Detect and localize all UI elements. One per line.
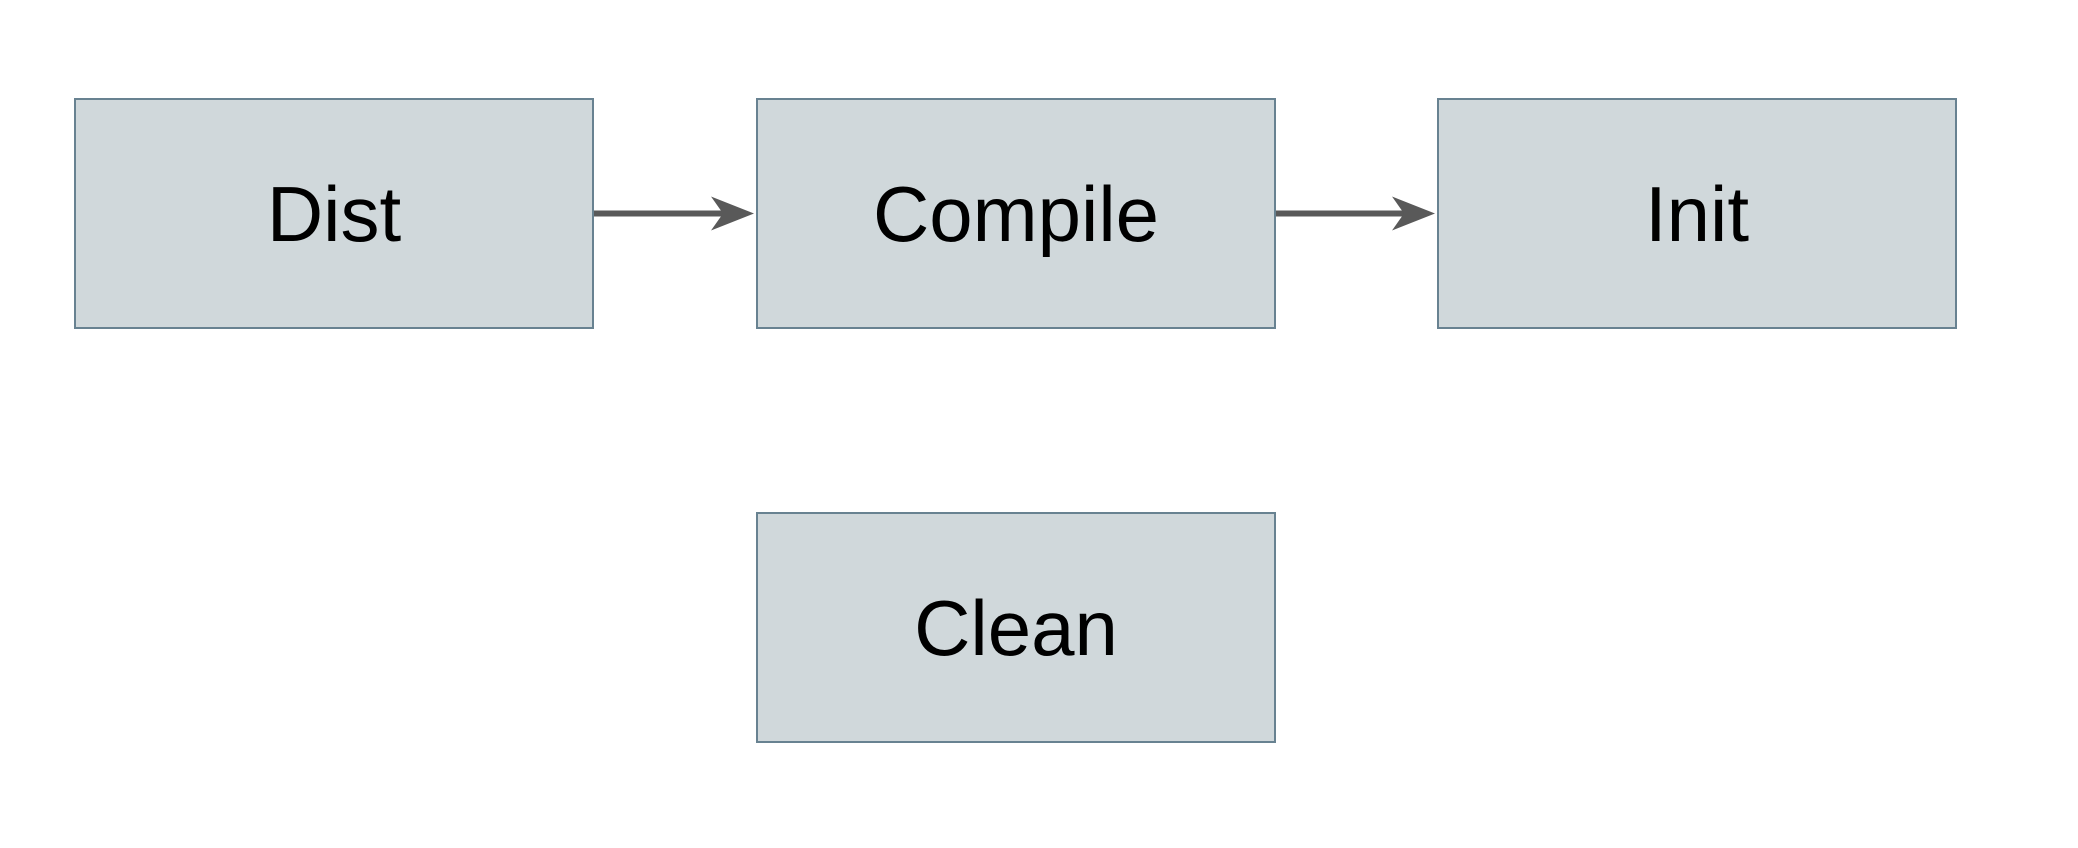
node-dist-label: Dist: [266, 169, 402, 258]
node-compile: Compile: [756, 98, 1276, 329]
arrow-head-icon: [711, 196, 754, 231]
node-clean: Clean: [756, 512, 1276, 743]
node-init-label: Init: [1644, 169, 1750, 258]
arrow-compile-to-init: [1276, 196, 1435, 231]
arrow-head-icon: [1392, 196, 1435, 231]
node-compile-label: Compile: [872, 169, 1160, 258]
node-clean-label: Clean: [914, 583, 1118, 672]
node-dist: Dist: [74, 98, 594, 329]
arrow-dist-to-compile: [594, 196, 754, 231]
node-init: Init: [1437, 98, 1957, 329]
